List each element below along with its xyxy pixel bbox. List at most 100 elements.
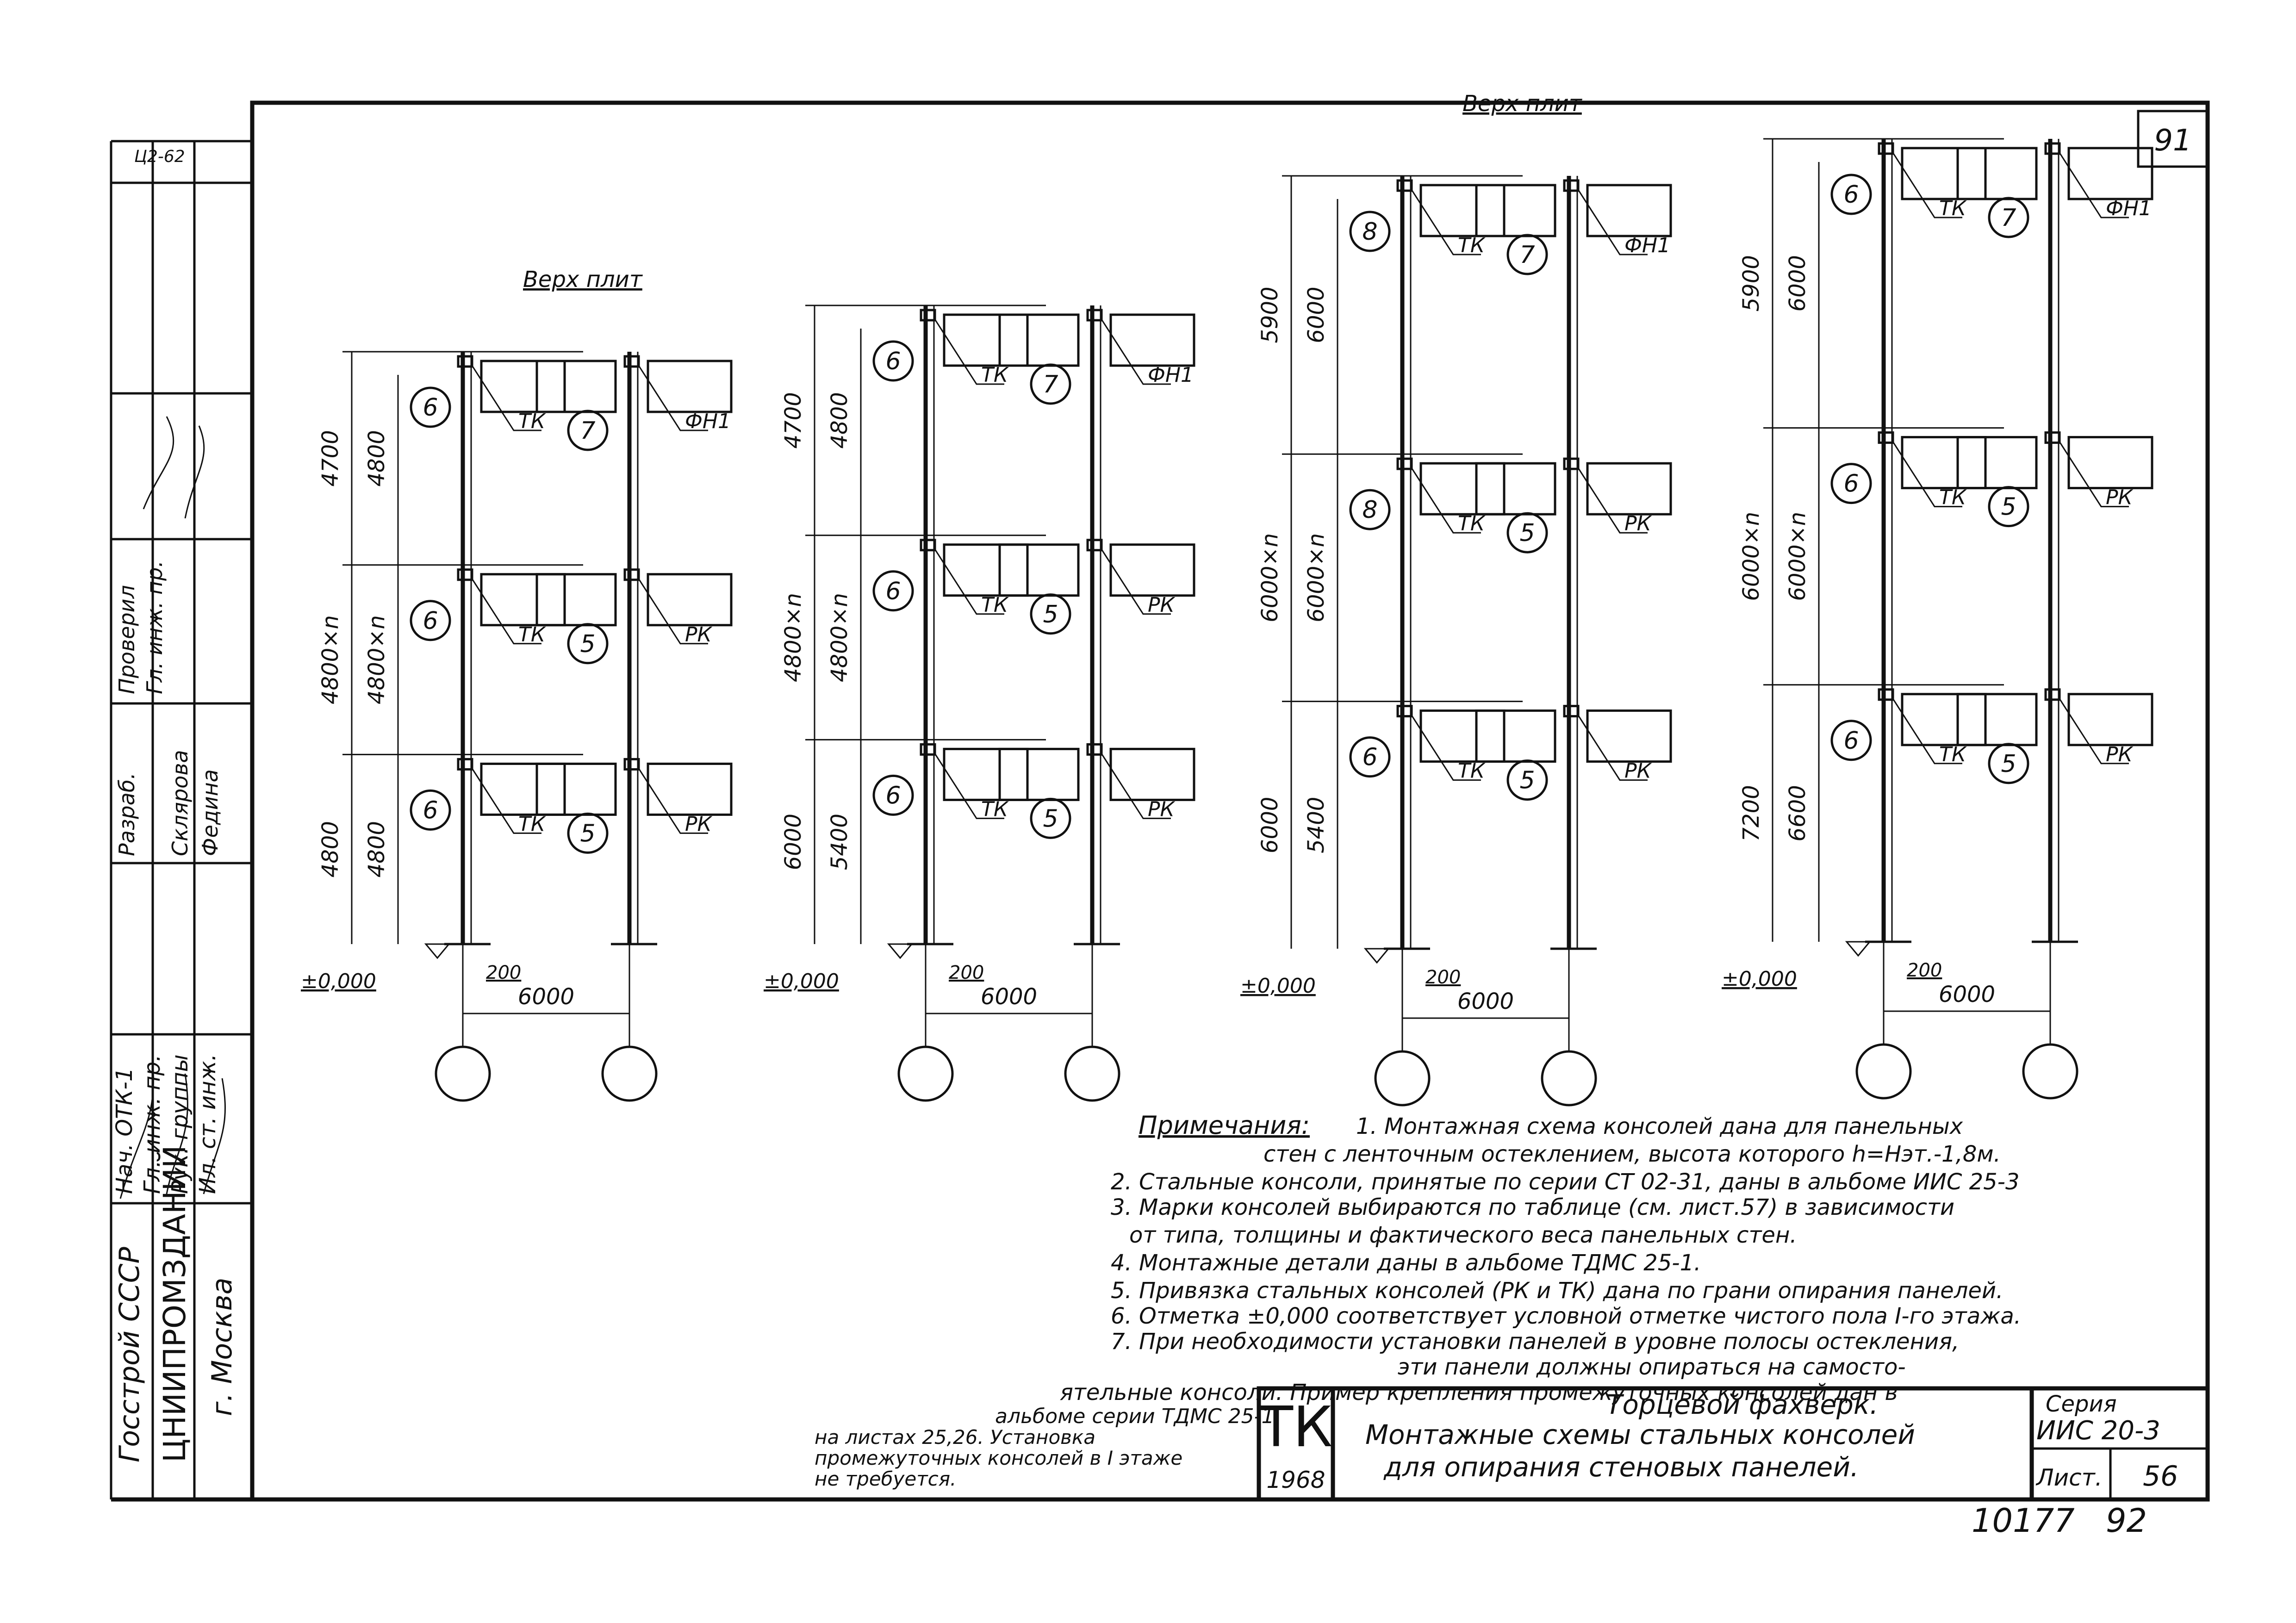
offset-text: 200: [949, 962, 984, 983]
level-mark: [1845, 941, 1872, 957]
marker-label-left: 6: [1843, 727, 1859, 755]
console-right: [1563, 457, 1580, 470]
title-line-3: для опирания стеновых панелей.: [1383, 1451, 1859, 1483]
marker-circle-right: [1030, 593, 1071, 635]
marker-label-left: 6: [885, 578, 901, 605]
marker-label-right: 5: [1043, 805, 1058, 833]
marker-circle-right: [1030, 797, 1071, 839]
panel-right: [1109, 313, 1195, 367]
axis-bubble-left: [897, 1045, 954, 1102]
marker-label-right: 7: [1043, 371, 1058, 398]
leader-left: [1411, 715, 1481, 781]
note-extra-1: промежуточных консолей в I этаже: [815, 1447, 1182, 1469]
console-right: [623, 355, 640, 368]
city-text: г. Москва: [206, 1277, 238, 1416]
panel-right-outer: [1956, 693, 2038, 746]
marker-circle-left: [872, 570, 914, 612]
panel-right-outer: [535, 573, 617, 627]
marker-circle-right: [1988, 197, 2029, 238]
signature-graphic: [143, 416, 205, 519]
marker-circle-left: [410, 386, 451, 428]
panel-right: [647, 573, 733, 627]
notes-heading: Примечания:: [1139, 1111, 1310, 1140]
leader-right: [1101, 548, 1171, 615]
tag-left: ТК: [1458, 759, 1486, 783]
console-left: [920, 539, 936, 552]
name-1: Гл. инж. пр.: [142, 560, 167, 694]
panel-left: [480, 762, 566, 816]
tag-right: РК: [2106, 486, 2134, 510]
level-mark: [424, 943, 451, 959]
tag-left: ТК: [1939, 743, 1967, 766]
marker-circle-right: [567, 410, 609, 451]
leader-right: [638, 578, 708, 645]
console-left: [1878, 142, 1894, 155]
dim-label-inner: 6000×n: [1303, 533, 1329, 622]
tag-left: ТК: [1939, 486, 1967, 510]
offset-text: 200: [1425, 967, 1461, 988]
footer-number: 10177: [1972, 1502, 2075, 1540]
console-left: [1878, 431, 1894, 444]
marker-label-left: 6: [885, 782, 901, 809]
console-right: [1086, 743, 1103, 756]
marker-label-left: 6: [423, 796, 438, 824]
panel-right: [1586, 184, 1672, 237]
marker-label-left: 6: [423, 607, 438, 635]
panel-right-outer: [1956, 436, 2038, 490]
marker-circle-left: [410, 789, 451, 831]
leader-left: [934, 319, 1004, 385]
left-strip: Госстрой СССР ЦНИИПРОМЗДАНИЙ г. Москва Н…: [110, 140, 252, 1499]
series-label: Серия: [2046, 1391, 2117, 1417]
role-0: Нач. ОТК-1: [112, 1068, 137, 1194]
leader-right: [1577, 467, 1648, 534]
tag-right: РК: [2106, 743, 2134, 766]
panel-right-outer: [998, 747, 1080, 801]
notes-block: Примечания: 1. Монтажная схема консолей …: [815, 1111, 2021, 1490]
axis-bubble-right: [2022, 1043, 2078, 1100]
marker-circle-left: [1349, 736, 1391, 778]
tag-left: ТК: [518, 410, 546, 433]
panel-right-outer: [1956, 147, 2038, 200]
console-left: [1396, 179, 1413, 192]
ministry-text: Госстрой СССР: [113, 1246, 146, 1462]
leader-left: [471, 768, 541, 834]
marker-label-right: 5: [2001, 750, 2016, 778]
tag-left: ТК: [981, 593, 1009, 617]
panel-left: [1419, 184, 1506, 237]
marker-circle-left: [1349, 211, 1391, 252]
leader-left: [1411, 467, 1481, 534]
tag-right: ФН1: [685, 410, 731, 433]
name-3: Склярова: [168, 750, 193, 856]
marker-label-left: 6: [1843, 181, 1859, 209]
marker-label-right: 7: [1519, 241, 1535, 269]
dim-label-inner: 4800: [364, 430, 390, 486]
panel-right: [1586, 709, 1672, 763]
marker-circle-right: [567, 623, 609, 665]
tag-right: ФН1: [1624, 234, 1670, 257]
leader-right: [1577, 189, 1648, 255]
marker-circle-right: [1506, 759, 1548, 801]
console-right: [2044, 431, 2061, 444]
top-stamp: Ц2-62: [134, 147, 185, 166]
panel-right: [2067, 147, 2153, 200]
tag-right: РК: [685, 623, 713, 647]
note-line-5: 4. Монтажные детали даны в альбоме ТДМС …: [1111, 1250, 1701, 1276]
panel-right-outer: [535, 360, 617, 413]
tag-left: ТК: [1939, 197, 1967, 220]
panel-left: [943, 313, 1029, 367]
tag-left: ТК: [981, 363, 1009, 387]
note-extra-2: не требуется.: [815, 1468, 956, 1490]
marker-label-left: 8: [1362, 218, 1377, 246]
console-left: [457, 355, 473, 368]
note-line-2: 2. Стальные консоли, принятые по серии С…: [1111, 1169, 2020, 1195]
panel-right-outer: [1475, 462, 1556, 516]
marker-label-right: 5: [580, 820, 595, 847]
dim-label-outer: 4800×n: [317, 615, 343, 704]
leader-right: [638, 768, 708, 834]
console-right: [1563, 705, 1580, 718]
tag-right: РК: [1148, 593, 1176, 617]
tag-left: ТК: [518, 623, 546, 647]
title-line-1: Торцевой фахверк.: [1606, 1389, 1878, 1420]
panel-right-outer: [1475, 709, 1556, 763]
